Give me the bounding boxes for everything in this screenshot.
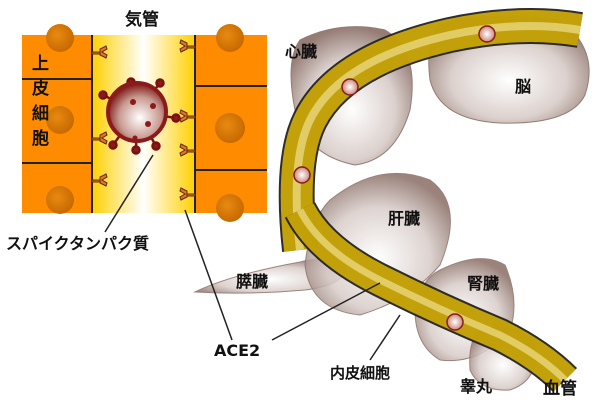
blood-vessel <box>278 8 583 393</box>
ace2-label: ACE2 <box>214 341 261 360</box>
epithelial-char: 胞 <box>32 129 49 149</box>
heart-label: 心臓 <box>285 42 318 61</box>
epithelial-char: 皮 <box>32 79 49 99</box>
epithelial-cell-label: 上 皮 細 胞 <box>32 52 50 152</box>
blood-vessel-label: 血管 <box>543 379 577 399</box>
testis-label: 睾丸 <box>460 377 493 396</box>
epithelial-char: 細 <box>32 104 49 124</box>
virus-icon <box>98 77 181 155</box>
brain-label: 脳 <box>515 77 532 96</box>
leader-lines <box>104 154 401 361</box>
trachea-title: 気管 <box>125 10 159 30</box>
epithelial-char: 上 <box>32 54 49 74</box>
pancreas-label: 膵臓 <box>236 272 269 291</box>
kidney-label: 腎臓 <box>467 274 500 293</box>
spike-protein-label: スパイクタンパク質 <box>6 234 150 253</box>
endothelial-cell-label: 内皮細胞 <box>330 364 391 382</box>
trachea-section <box>22 24 267 222</box>
liver-label: 肝臓 <box>388 209 421 228</box>
